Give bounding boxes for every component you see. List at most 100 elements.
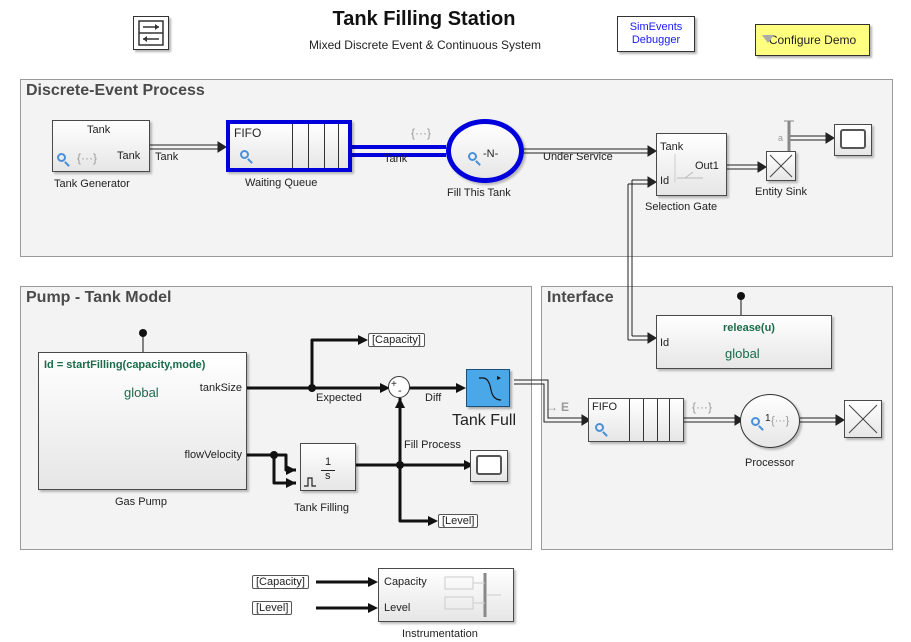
entity-sink-block[interactable] xyxy=(766,151,796,181)
queue-cell xyxy=(308,124,309,168)
event-marker-label: E xyxy=(561,400,570,414)
configure-demo-button[interactable]: Configure Demo xyxy=(755,24,870,56)
discrete-event-process-title: Discrete-Event Process xyxy=(26,82,205,99)
signal-expected: Expected xyxy=(316,392,362,404)
fill-process-scope-screen-icon xyxy=(476,455,502,475)
entity-sink-x-icon xyxy=(769,154,793,178)
tank-full-name: Tank Full xyxy=(452,412,517,429)
queue-cell xyxy=(657,399,658,441)
tank-filling-numerator: 1 xyxy=(325,456,332,468)
interface-entity-glyph: {···} xyxy=(692,400,713,414)
waiting-queue-magnifier-icon xyxy=(240,150,249,159)
selection-gate-port-id: Id xyxy=(660,175,670,187)
fill-process-scope-block[interactable] xyxy=(470,450,508,482)
release-scope: global xyxy=(725,346,760,361)
instrumentation-block[interactable]: Capacity Level xyxy=(378,568,514,622)
fill-this-tank-name: Fill This Tank xyxy=(447,187,511,199)
selection-gate-port-out: Out1 xyxy=(695,160,719,172)
gas-pump-name: Gas Pump xyxy=(115,496,167,508)
debugger-line1: SimEvents xyxy=(629,21,683,33)
fill-tank-icon-text: -N- xyxy=(483,148,499,160)
instrumentation-name: Instrumentation xyxy=(402,628,478,640)
tank-filling-denominator: s xyxy=(325,470,331,482)
tank-generator-name: Tank Generator xyxy=(54,178,130,190)
capacity-goto-tag[interactable]: [Capacity] xyxy=(368,333,425,347)
processor-icon-glyph: {···} xyxy=(771,415,790,427)
queue-cell xyxy=(324,124,325,168)
tank-full-trigger-icon xyxy=(479,376,502,401)
configure-demo-label: Configure Demo xyxy=(768,33,857,47)
fill-this-tank-block[interactable]: -N- xyxy=(446,119,524,183)
sum-plus-sign: + xyxy=(391,379,397,390)
page-title: Tank Filling Station xyxy=(332,8,516,30)
interface-entity-sink-block[interactable] xyxy=(844,400,882,438)
queue-cell xyxy=(629,399,630,441)
queue-cell xyxy=(338,124,339,168)
release-port-id: Id xyxy=(660,337,670,349)
signal-entity-glyph: {···} xyxy=(411,126,432,140)
processor-block[interactable]: 1 {···} xyxy=(740,394,800,448)
simevents-debugger-button[interactable]: SimEvents Debugger xyxy=(617,16,695,52)
entity-line-queue-server xyxy=(352,145,446,157)
release-function-signature: release(u) xyxy=(723,322,775,334)
tank-filling-name: Tank Filling xyxy=(294,502,350,514)
entity-line-gen-queue xyxy=(150,144,218,150)
entity-line-fifo-processor xyxy=(684,417,735,423)
queue-cell xyxy=(643,399,644,441)
sum-minus-sign: - xyxy=(398,385,402,397)
waiting-queue-block[interactable]: FIFO xyxy=(226,120,352,172)
selection-gate-block[interactable]: Tank Id Out1 xyxy=(656,133,727,196)
entity-line-gate-sink xyxy=(727,164,758,170)
level-goto-tag[interactable]: [Level] xyxy=(438,514,479,528)
sum-block[interactable]: + - xyxy=(388,376,410,398)
entity-line-processor-sink xyxy=(800,417,836,423)
debugger-line2: Debugger xyxy=(631,34,681,46)
interface-fifo-magnifier-icon xyxy=(595,423,604,432)
instrumentation-port-capacity: Capacity xyxy=(384,576,427,588)
interface-entity-sink-x-icon xyxy=(848,404,878,434)
release-function-block[interactable]: release(u) global Id xyxy=(656,315,832,369)
tank-generator-entity-glyph: {···} xyxy=(77,151,98,165)
tank-full-block[interactable] xyxy=(466,369,510,407)
tank-generator-block[interactable]: Tank Tank {···} xyxy=(52,120,150,172)
processor-icon-n: 1 xyxy=(765,413,771,424)
interface-title: Interface xyxy=(547,289,614,306)
gas-pump-port-flowvelocity: flowVelocity xyxy=(184,449,242,461)
fill-process-name: Fill Process xyxy=(404,439,461,451)
event-arrow-icon: → xyxy=(546,400,558,414)
entity-line-gate-id xyxy=(627,179,648,341)
level-from-tag[interactable]: [Level] xyxy=(252,601,293,615)
interface-fifo-block[interactable]: FIFO xyxy=(588,398,684,442)
entity-line-tankfull-fifo xyxy=(514,379,582,423)
page-subtitle: Mixed Discrete Event & Continuous System xyxy=(308,38,542,52)
fill-tank-magnifier-icon xyxy=(468,152,477,161)
tank-filling-block[interactable]: 1 s xyxy=(300,443,356,491)
gas-pump-scope: global xyxy=(124,385,159,400)
capacity-from-tag[interactable]: [Capacity] xyxy=(252,575,309,589)
instrumentation-port-level: Level xyxy=(384,602,411,614)
interface-fifo-label: FIFO xyxy=(592,401,618,413)
processor-name: Processor xyxy=(745,457,795,469)
tank-filling-fraction-bar xyxy=(321,470,335,471)
queue-cell xyxy=(669,399,670,441)
selection-gate-port-tank: Tank xyxy=(660,141,684,153)
signal-diff: Diff xyxy=(425,392,442,404)
waiting-queue-name: Waiting Queue xyxy=(245,177,318,189)
waiting-queue-fifo-label: FIFO xyxy=(234,126,262,140)
entity-line-sink-scope xyxy=(790,135,826,141)
queue-cell xyxy=(292,124,293,168)
model-logo-icon[interactable] xyxy=(133,16,169,50)
signal-tank-1: Tank xyxy=(155,151,179,163)
entity-scope-block[interactable] xyxy=(834,124,872,156)
gas-pump-block[interactable]: Id = startFilling(capacity,mode) global … xyxy=(38,352,247,490)
signal-under-service: Under Service xyxy=(543,151,613,163)
reset-rising-edge-icon xyxy=(304,477,316,487)
gas-pump-function-signature: Id = startFilling(capacity,mode) xyxy=(44,359,206,371)
selection-gate-switch-icon xyxy=(674,154,703,182)
entity-sink-tiny-label: a xyxy=(778,133,784,143)
tank-generator-top-label: Tank xyxy=(87,124,111,136)
signal-tank-2: Tank xyxy=(384,153,408,165)
tank-generator-magnifier-icon xyxy=(57,153,66,162)
